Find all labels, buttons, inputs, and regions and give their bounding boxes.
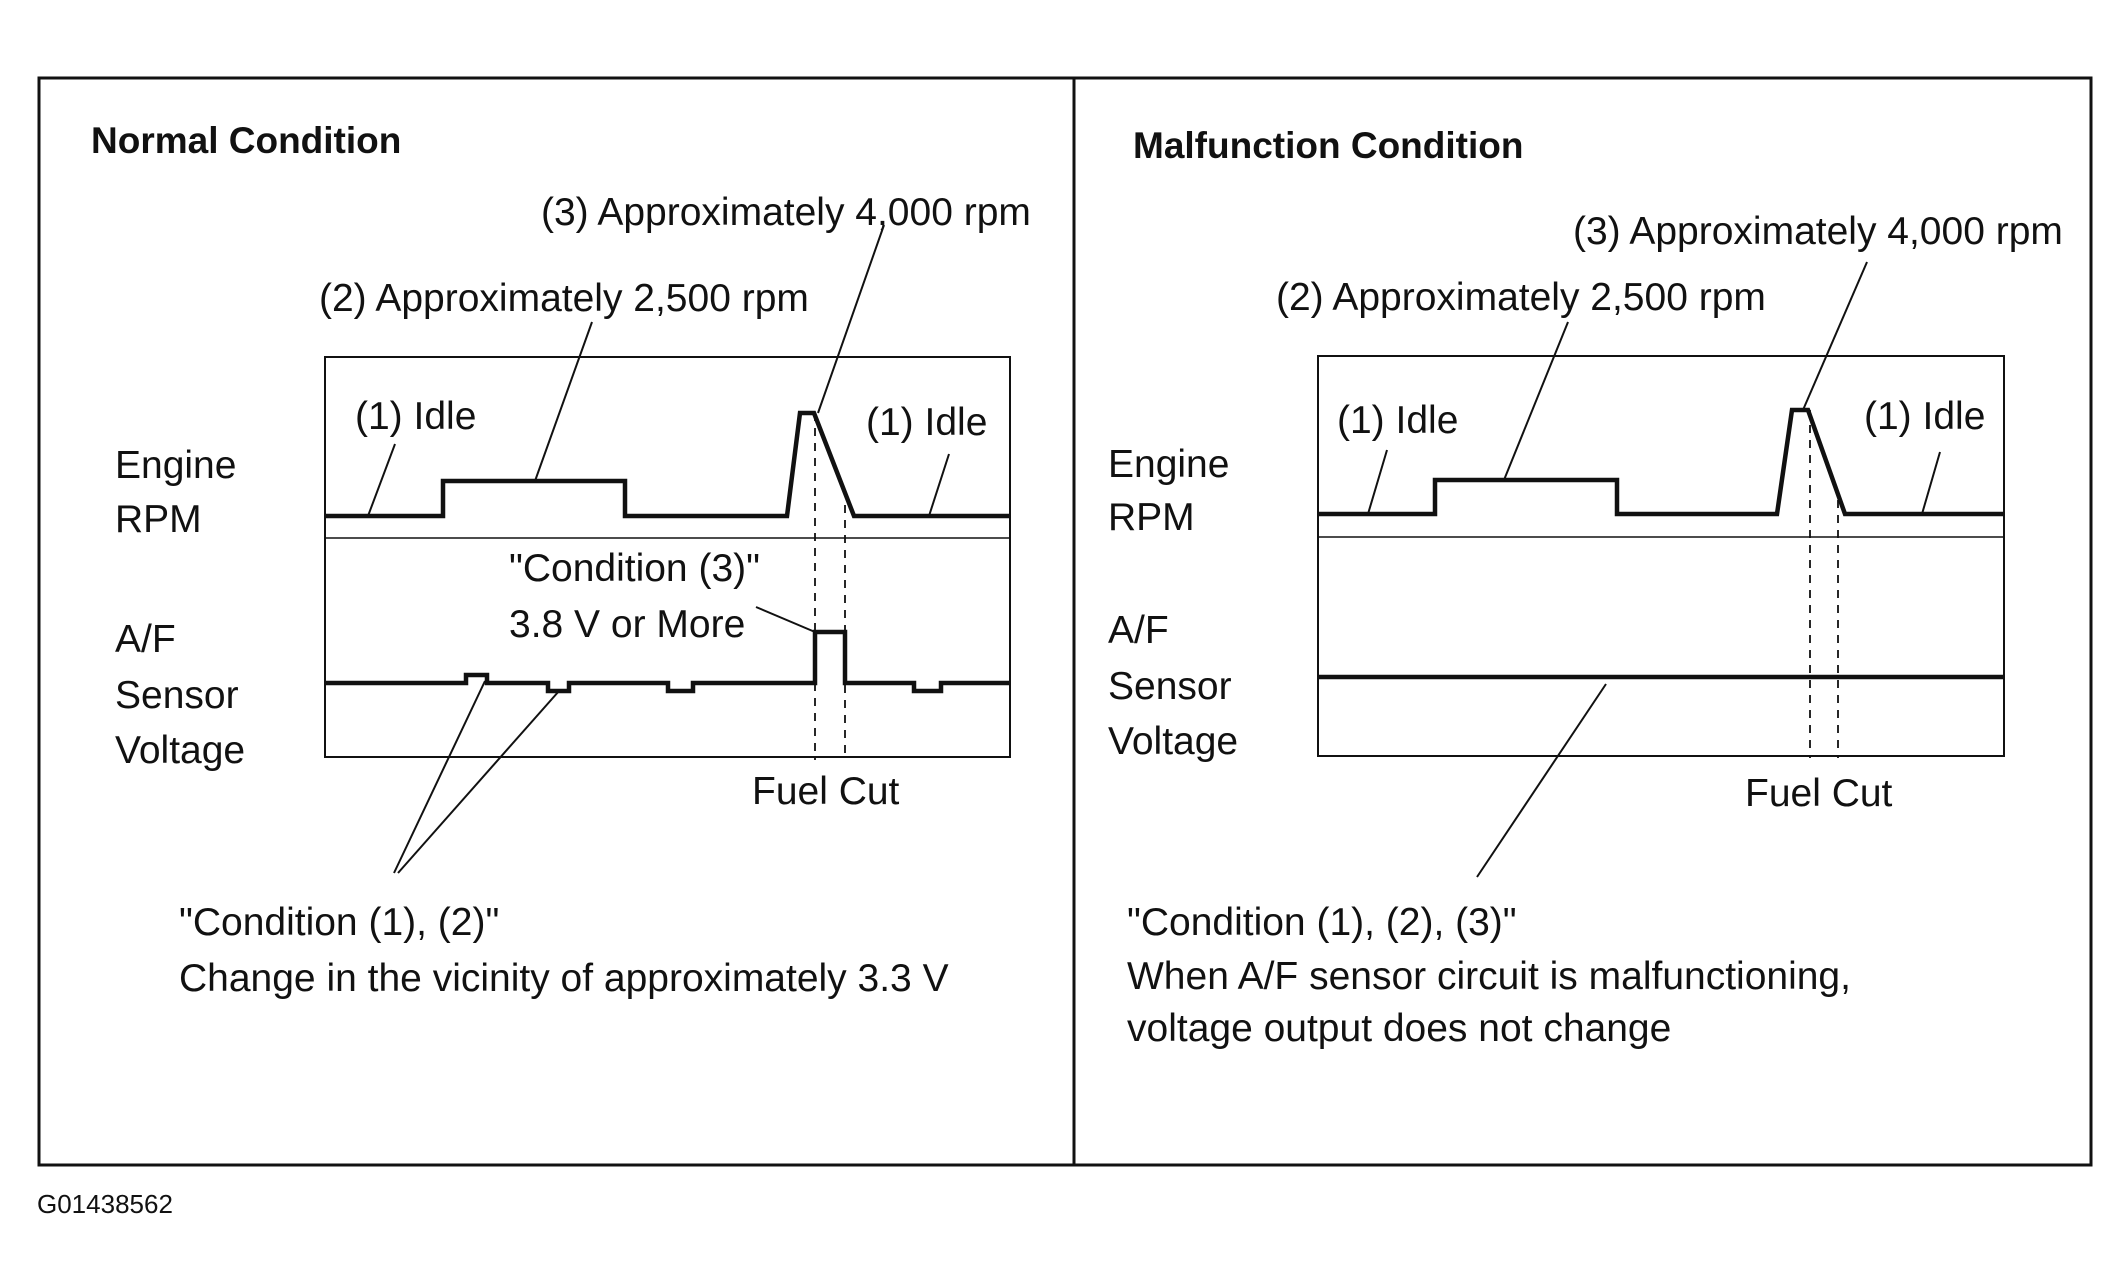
malfunction-rpm-label-line2: RPM	[1108, 496, 1195, 539]
malfunction-condition-note-line1: When A/F sensor circuit is malfunctionin…	[1127, 955, 1851, 998]
malfunction-rpm-2500-leader	[1503, 321, 1569, 481]
normal-voltage-trace	[325, 629, 1010, 694]
normal-idle-right-label: (1) Idle	[866, 401, 987, 444]
normal-fuel-cut-label: Fuel Cut	[752, 770, 900, 813]
malfunction-condition-title: "Condition (1), (2), (3)"	[1127, 901, 1517, 944]
normal-voltage-label-line2: Sensor	[115, 674, 239, 717]
malfunction-rpm-4000-leader	[1802, 261, 1868, 411]
malfunction-rpm-label-line1: Engine	[1108, 443, 1229, 486]
normal-voltage-label-line1: A/F	[115, 618, 176, 661]
malfunction-condition-leader	[1476, 683, 1607, 878]
normal-condition3-leader	[755, 606, 816, 633]
normal-condition12-leader-b	[397, 690, 560, 874]
normal-condition3-title: "Condition (3)"	[509, 547, 760, 590]
malfunction-rpm-4000-label: (3) Approximately 4,000 rpm	[1573, 210, 2063, 253]
figure-code: G01438562	[37, 1189, 173, 1219]
normal-graph-box	[324, 356, 1011, 758]
malfunction-idle-left-label: (1) Idle	[1337, 399, 1458, 442]
malfunction-voltage-label-line1: A/F	[1108, 609, 1169, 652]
malfunction-condition-panel: Malfunction Condition Engine RPM A/F Sen…	[1108, 125, 2063, 1050]
normal-condition12-note: Change in the vicinity of approximately …	[179, 957, 949, 1000]
normal-voltage-label-line3: Voltage	[115, 729, 245, 772]
normal-condition-panel: Normal Condition Engine RPM A/F Sensor V…	[91, 120, 1031, 1000]
normal-rpm-4000-label: (3) Approximately 4,000 rpm	[541, 191, 1031, 234]
normal-condition12-title: "Condition (1), (2)"	[179, 901, 499, 944]
malfunction-voltage-label-line3: Voltage	[1108, 720, 1238, 763]
malfunction-idle-right-leader	[1921, 451, 1941, 515]
malfunction-panel-title: Malfunction Condition	[1133, 125, 1523, 166]
malfunction-fuel-cut-label: Fuel Cut	[1745, 772, 1893, 815]
normal-condition3-value: 3.8 V or More	[509, 603, 745, 646]
normal-rpm-4000-leader	[817, 224, 885, 414]
normal-idle-right-leader	[928, 453, 950, 517]
normal-idle-left-label: (1) Idle	[355, 395, 476, 438]
outer-frame	[37, 76, 2093, 1167]
malfunction-idle-left-leader	[1367, 449, 1388, 515]
normal-rpm-label-line2: RPM	[115, 498, 202, 541]
normal-rpm-2500-leader	[534, 321, 593, 482]
malfunction-voltage-label-line2: Sensor	[1108, 665, 1232, 708]
normal-condition12-leader-a	[393, 680, 486, 874]
normal-idle-left-leader	[367, 443, 396, 517]
normal-rpm-trace	[325, 410, 1010, 519]
malfunction-rpm-trace	[1318, 407, 2004, 517]
malfunction-rpm-2500-label: (2) Approximately 2,500 rpm	[1276, 276, 1766, 319]
malfunction-idle-right-label: (1) Idle	[1864, 395, 1985, 438]
normal-rpm-2500-label: (2) Approximately 2,500 rpm	[319, 277, 809, 320]
malfunction-graph-box	[1317, 355, 2005, 757]
malfunction-condition-note-line2: voltage output does not change	[1127, 1007, 1671, 1050]
normal-rpm-label-line1: Engine	[115, 444, 236, 487]
normal-panel-title: Normal Condition	[91, 120, 401, 161]
